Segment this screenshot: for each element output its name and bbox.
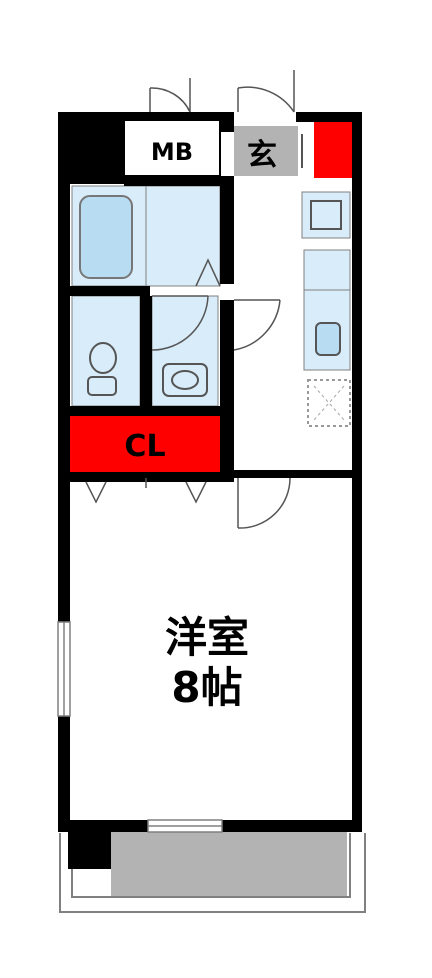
room-door [237,477,291,529]
genkan-label: 玄 [247,138,277,173]
shoe-box [314,122,352,178]
sink-icon [315,322,341,356]
right-wall [352,112,362,832]
western-room-label: 洋室 [165,613,249,662]
closet-label: CL [124,429,165,464]
bathroom [71,185,221,287]
entrance-floor [234,126,298,176]
stove-icon [307,379,351,427]
windows [57,621,223,833]
bathroom-door [195,258,221,287]
closet [70,416,220,472]
bottom-wall [58,820,148,832]
walls [58,112,362,832]
washbasin-room [151,295,219,407]
top-wall-right [296,112,360,122]
washroom-door [233,299,281,351]
western-room-size: 8帖 [171,663,242,712]
washroom [71,295,141,407]
refrigerator-space [301,191,351,239]
balcony [59,822,366,913]
front-door [237,70,295,113]
kitchen [301,191,351,427]
closet-door [85,478,207,504]
mb-door [149,78,191,113]
bathtub [79,195,133,279]
balcony-floor [111,831,347,897]
balcony-railing [59,833,366,913]
left-wall [58,112,70,622]
toilet-icon [89,342,117,374]
doors [85,70,295,529]
mb-box [123,119,221,177]
toilet-door [151,295,209,351]
mb-label: MB [151,138,193,166]
